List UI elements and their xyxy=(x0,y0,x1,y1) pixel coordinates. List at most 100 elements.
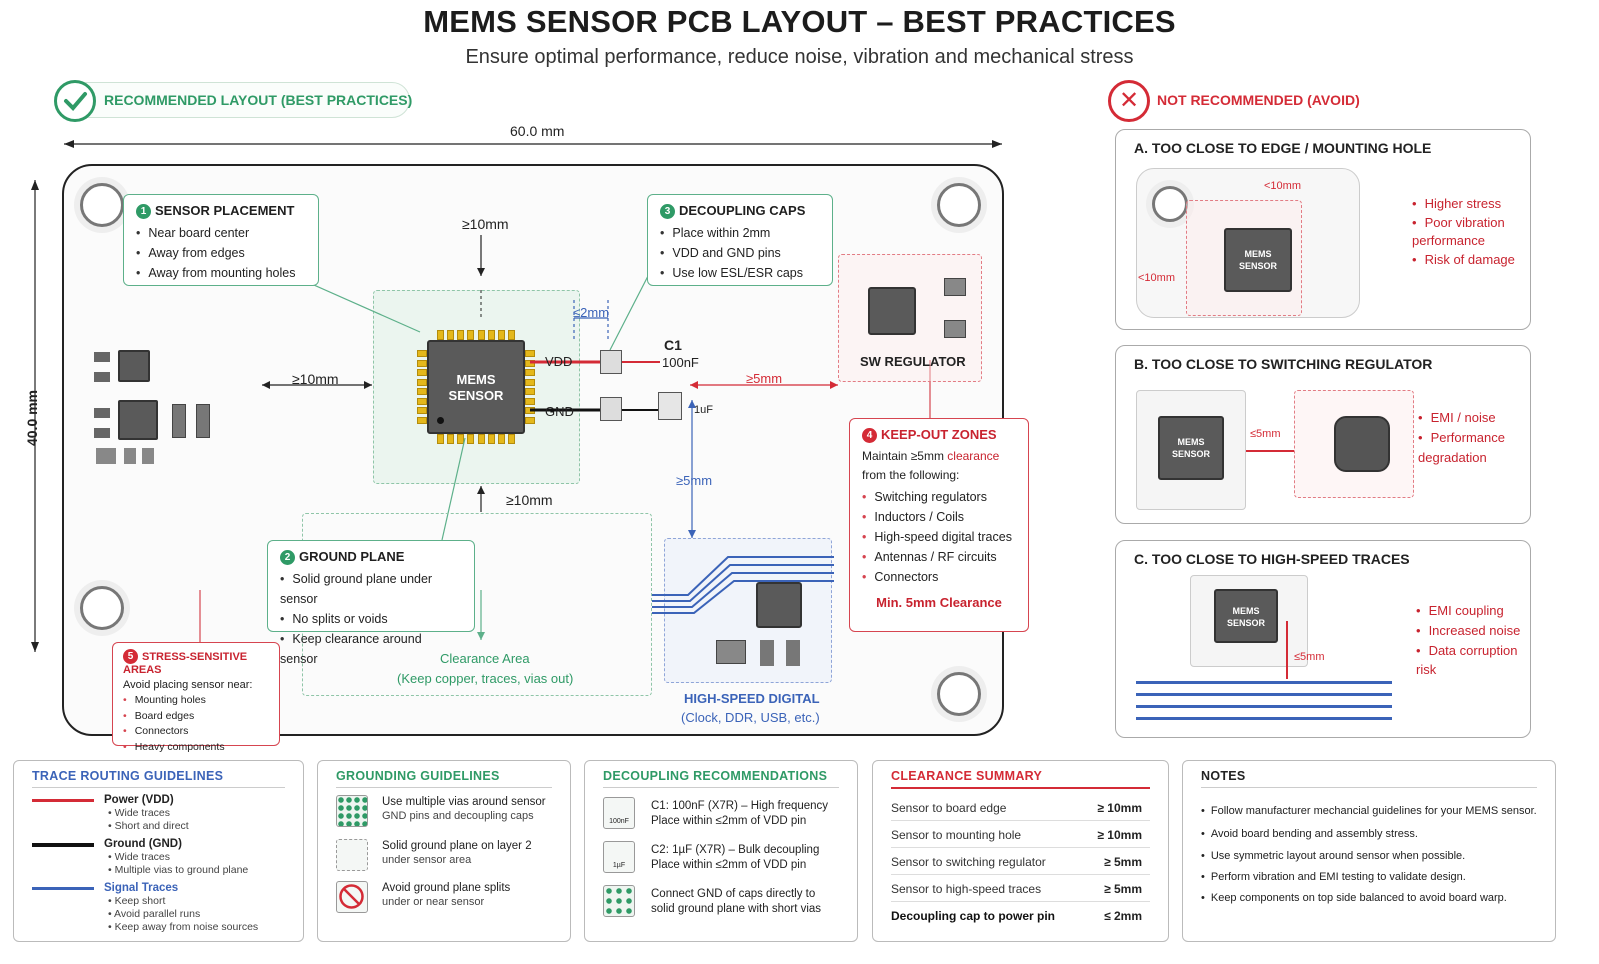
clearance-row: Sensor to mounting hole≥ 10mm xyxy=(891,822,1150,848)
callout-item: Away from mounting holes xyxy=(136,263,306,283)
callout-item: Solid ground plane under sensor xyxy=(280,569,462,609)
callout-item: Place within 2mm xyxy=(660,223,820,243)
dim-label: ≤5mm xyxy=(1294,651,1325,663)
avoid-card-highspeed: C. TOO CLOSE TO HIGH-SPEED TRACES MEMS S… xyxy=(1115,540,1531,738)
callout-item: Near board center xyxy=(136,223,306,243)
clearance-row: Sensor to board edge≥ 10mm xyxy=(891,795,1150,821)
grounding-line: under or near sensor xyxy=(382,896,485,908)
sensor-pin xyxy=(417,369,427,377)
avoid-card-edge: A. TOO CLOSE TO EDGE / MOUNTING HOLE MEM… xyxy=(1115,129,1531,330)
card-clearance-summary: CLEARANCE SUMMARY Sensor to board edge≥ … xyxy=(872,760,1169,942)
callout-item: Connectors xyxy=(862,567,1016,587)
signal-trace xyxy=(1136,705,1392,708)
group-name: Signal Traces xyxy=(104,882,179,894)
sensor-pin xyxy=(497,330,505,340)
pin1-dot xyxy=(437,417,444,424)
dim-line xyxy=(1286,621,1288,679)
sensor-pin xyxy=(467,330,475,340)
callout-item: VDD and GND pins xyxy=(660,243,820,263)
sensor-pin xyxy=(417,359,427,367)
mems-sensor-chip-c: MEMS SENSOR xyxy=(1214,589,1278,643)
capacitor-icon: 100nF xyxy=(603,797,635,829)
signal-line-swatch xyxy=(32,887,94,890)
group-item: • Short and direct xyxy=(108,820,189,832)
not-recommended-label: NOT RECOMMENDED (AVOID) xyxy=(1157,92,1360,108)
ground-line-swatch xyxy=(32,843,94,847)
callout-item: Antennas / RF circuits xyxy=(862,547,1016,567)
sensor-pin xyxy=(457,434,465,444)
group-item: • Keep away from noise sources xyxy=(108,921,259,933)
sensor-pin xyxy=(525,397,535,405)
inductor xyxy=(944,320,966,338)
dim-line xyxy=(1246,450,1294,452)
dim-regulator-label: ≥5mm xyxy=(746,371,783,386)
c2-value: 1uF xyxy=(694,404,713,416)
board-dimension-arrows xyxy=(199,235,931,642)
sensor-pin xyxy=(508,330,515,340)
passive xyxy=(94,372,110,382)
passive xyxy=(196,404,210,438)
dim-label: <10mm xyxy=(1138,272,1175,284)
cap-c1 xyxy=(600,350,622,374)
capacitor-icon: 1µF xyxy=(603,841,635,873)
sensor-pin xyxy=(437,330,444,340)
sensor-pin xyxy=(525,388,535,396)
component xyxy=(716,640,746,664)
highspeed-ic xyxy=(756,582,802,628)
page-subtitle: Ensure optimal performance, reduce noise… xyxy=(465,46,1134,68)
clearance-row: Sensor to high-speed traces≥ 5mm xyxy=(891,876,1150,902)
recommended-label: RECOMMENDED LAYOUT (BEST PRACTICES) xyxy=(104,92,413,108)
card-decoupling: DECOUPLING RECOMMENDATIONS 100nF C1: 100… xyxy=(584,760,858,942)
sensor-pin xyxy=(467,434,475,444)
dim-highspeed-label: ≥5mm xyxy=(676,473,713,488)
c1-value: 100nF xyxy=(662,355,699,370)
passive xyxy=(94,352,110,362)
decoupling-line: C2: 1µF (X7R) – Bulk decoupling xyxy=(651,844,820,856)
height-dimension-line xyxy=(31,180,39,652)
dim-cap-label: ≤2mm xyxy=(573,305,610,320)
decoupling-line: C1: 100nF (X7R) – High frequency xyxy=(651,800,829,812)
sensor-pin xyxy=(477,330,485,340)
mounting-hole xyxy=(1152,186,1188,222)
avoid-item: Higher stress xyxy=(1412,194,1524,214)
clearance-area-label: Clearance Area xyxy=(440,651,530,666)
clearance-area-sub: (Keep copper, traces, vias out) xyxy=(397,671,574,686)
avoid-item: Data corruption risk xyxy=(1416,641,1528,679)
clearance-row: Decoupling cap to power pin≤ 2mm xyxy=(891,909,1142,923)
avoid-item: Poor vibration performance xyxy=(1412,214,1524,250)
small-ic-1 xyxy=(118,350,150,382)
sensor-pin xyxy=(417,417,427,424)
sensor-pin xyxy=(457,330,465,340)
group-item: • Avoid parallel runs xyxy=(108,908,201,920)
dim-label: ≤5mm xyxy=(1250,428,1281,440)
signal-trace xyxy=(1136,693,1392,696)
sensor-pin xyxy=(487,330,495,340)
page-title: MEMS SENSOR PCB LAYOUT – BEST PRACTICES xyxy=(423,4,1176,39)
grounding-line: Use multiple vias around sensor xyxy=(382,796,546,808)
highspeed-title: HIGH-SPEED DIGITAL xyxy=(684,691,820,706)
sensor-pin xyxy=(417,407,427,415)
avoid-item: EMI coupling xyxy=(1416,601,1528,621)
highspeed-zone xyxy=(664,538,832,683)
note-item: Use symmetric layout around sensor when … xyxy=(1201,850,1465,862)
sensor-pin xyxy=(508,434,515,444)
dim-bottom-label: ≥10mm xyxy=(506,492,553,508)
mounting-hole-bottom-right xyxy=(937,672,981,716)
note-item: Avoid board bending and assembly stress. xyxy=(1201,828,1418,840)
mems-sensor-chip: MEMS SENSOR xyxy=(427,340,525,434)
dim-left-label: ≥10mm xyxy=(292,371,339,387)
sensor-label: MEMS SENSOR xyxy=(448,372,504,403)
group-item: • Multiple vias to ground plane xyxy=(108,864,249,876)
grounding-line: Solid ground plane on layer 2 xyxy=(382,840,532,852)
regulator-chip xyxy=(868,287,916,335)
group-name: Ground (GND) xyxy=(104,838,182,850)
highspeed-traces xyxy=(652,556,834,614)
sensor-pin xyxy=(525,417,535,424)
sensor-pin xyxy=(437,434,444,444)
callout-item: Heavy components xyxy=(123,740,269,756)
dim-top-label: ≥10mm xyxy=(462,216,509,232)
ground-vias-icon xyxy=(603,885,635,917)
